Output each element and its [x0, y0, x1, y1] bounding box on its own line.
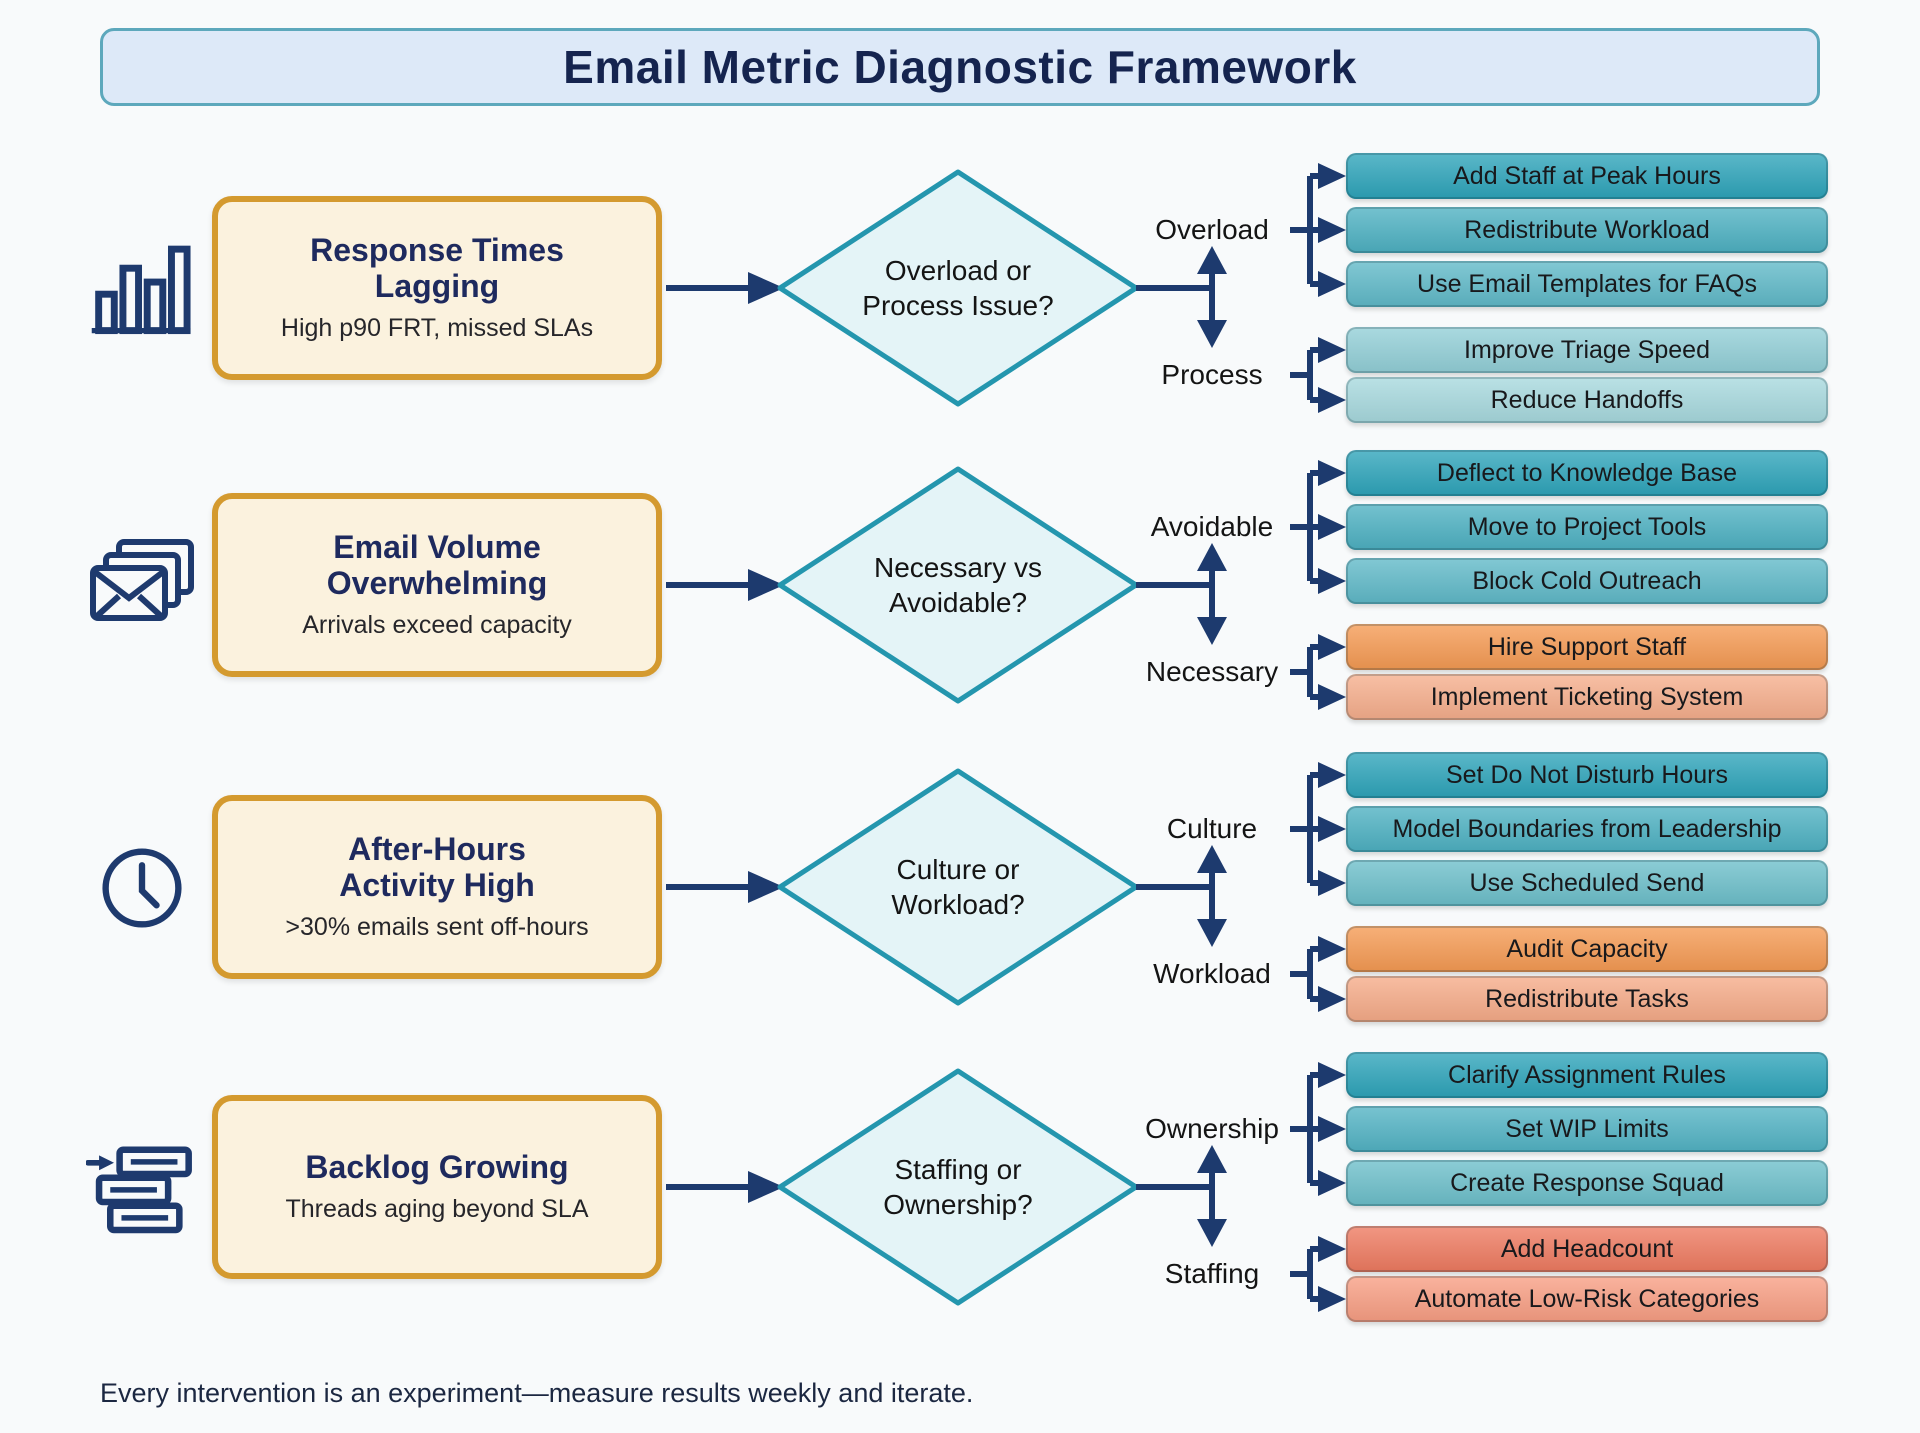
- action-box: Use Scheduled Send: [1346, 860, 1828, 906]
- action-box: Implement Ticketing System: [1346, 674, 1828, 720]
- problem-subtitle: Threads aging beyond SLA: [285, 1194, 589, 1223]
- problem-box: Backlog Growing Threads aging beyond SLA: [212, 1095, 662, 1279]
- decision-label: Staffing or Ownership?: [883, 1154, 1033, 1220]
- action-box: Reduce Handoffs: [1346, 377, 1828, 423]
- action-box: Move to Project Tools: [1346, 504, 1828, 550]
- action-box: Clarify Assignment Rules: [1346, 1052, 1828, 1098]
- action-box: Block Cold Outreach: [1346, 558, 1828, 604]
- decision-label: Culture or Workload?: [891, 854, 1025, 920]
- problem-box: Response Times Lagging High p90 FRT, mis…: [212, 196, 662, 380]
- envelopes-icon: [82, 530, 202, 642]
- branch-label: Workload: [1153, 958, 1271, 989]
- decision-label: Necessary vs Avoidable?: [873, 552, 1043, 618]
- branch-label: Overload: [1155, 214, 1269, 245]
- footer-note: Every intervention is an experiment—meas…: [100, 1378, 974, 1408]
- branch-label: Ownership: [1145, 1113, 1279, 1144]
- header-banner: Email Metric Diagnostic Framework: [100, 28, 1820, 106]
- branch-label: Process: [1161, 359, 1263, 390]
- action-box: Model Boundaries from Leadership: [1346, 806, 1828, 852]
- action-box: Deflect to Knowledge Base: [1346, 450, 1828, 496]
- action-box: Set Do Not Disturb Hours: [1346, 752, 1828, 798]
- problem-title: Backlog Growing: [305, 1149, 569, 1186]
- action-box: Hire Support Staff: [1346, 624, 1828, 670]
- action-box: Add Staff at Peak Hours: [1346, 153, 1828, 199]
- decision-label: Overload or Process Issue?: [862, 255, 1054, 321]
- problem-title: Email Volume Overwhelming: [326, 529, 548, 601]
- action-box: Automate Low-Risk Categories: [1346, 1276, 1828, 1322]
- problem-subtitle: Arrivals exceed capacity: [302, 610, 572, 639]
- problem-box: After-Hours Activity High >30% emails se…: [212, 795, 662, 979]
- action-box: Redistribute Workload: [1346, 207, 1828, 253]
- branch-label: Necessary: [1145, 656, 1279, 687]
- action-box: Create Response Squad: [1346, 1160, 1828, 1206]
- action-box: Improve Triage Speed: [1346, 327, 1828, 373]
- action-box: Add Headcount: [1346, 1226, 1828, 1272]
- action-box: Set WIP Limits: [1346, 1106, 1828, 1152]
- problem-title: After-Hours Activity High: [339, 831, 535, 903]
- action-box: Redistribute Tasks: [1346, 976, 1828, 1022]
- action-box: Audit Capacity: [1346, 926, 1828, 972]
- problem-box: Email Volume Overwhelming Arrivals excee…: [212, 493, 662, 677]
- branch-label: Avoidable: [1150, 511, 1274, 542]
- problem-subtitle: High p90 FRT, missed SLAs: [280, 313, 594, 342]
- problem-subtitle: >30% emails sent off-hours: [285, 912, 589, 941]
- branch-label: Staffing: [1164, 1258, 1260, 1289]
- problem-title: Response Times Lagging: [310, 232, 564, 304]
- page-title: Email Metric Diagnostic Framework: [563, 41, 1357, 93]
- backlog-icon: [82, 1132, 202, 1244]
- bar-chart-icon: [82, 233, 202, 345]
- clock-icon: [82, 832, 202, 944]
- branch-label: Culture: [1166, 813, 1258, 844]
- action-box: Use Email Templates for FAQs: [1346, 261, 1828, 307]
